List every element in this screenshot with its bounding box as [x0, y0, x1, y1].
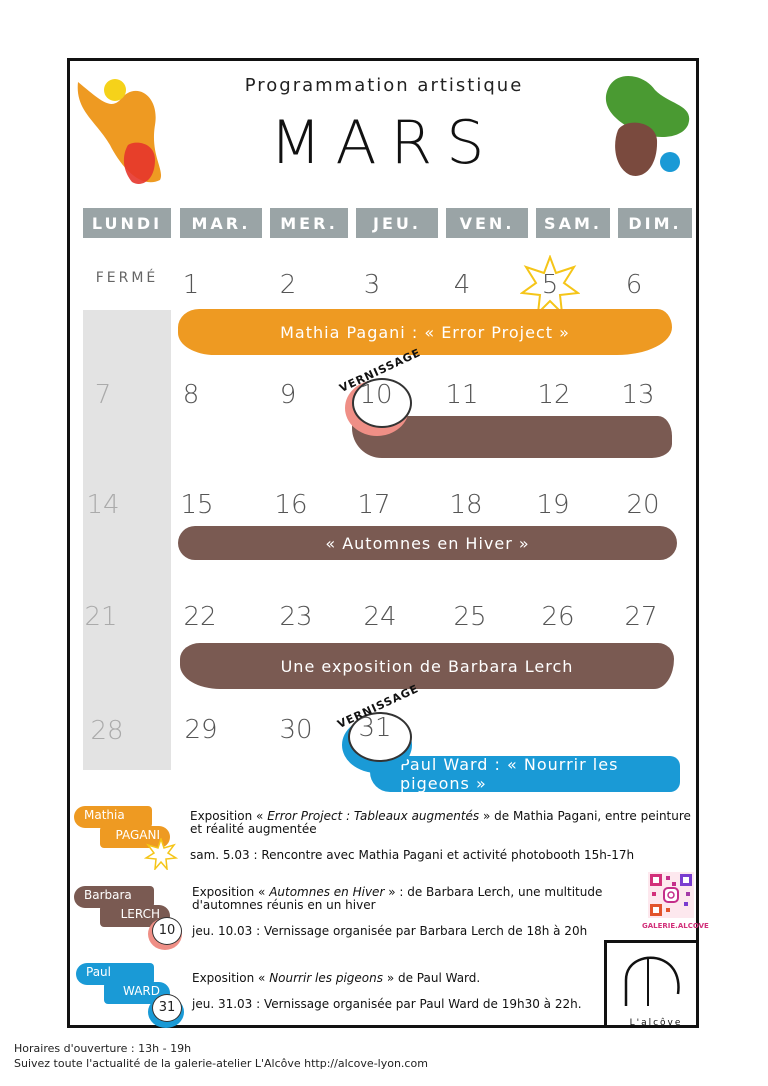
band-lerch: Une exposition de Barbara Lerch — [180, 643, 674, 689]
day-2: 2 — [279, 270, 297, 300]
follow-link[interactable]: Suivez toute l'actualité de la galerie-a… — [14, 1057, 428, 1070]
weekday-lundi: LUNDI — [83, 208, 171, 238]
day-13: 13 — [621, 380, 655, 410]
day-31: 31 — [358, 713, 392, 743]
event-ward-prefix: Exposition « — [192, 971, 270, 985]
weekday-vendredi: VEN. — [446, 208, 528, 238]
day-6: 6 — [625, 270, 643, 300]
badge-31: 31 — [152, 994, 182, 1022]
day-14: 14 — [86, 490, 120, 520]
band-lerch-top — [352, 416, 672, 458]
star-icon — [520, 255, 580, 315]
event-pagani-detail: sam. 5.03 : Rencontre avec Mathia Pagani… — [190, 848, 635, 862]
day-12: 12 — [537, 380, 571, 410]
day-28: 28 — [90, 716, 124, 746]
event-lerch-prefix: Exposition « — [192, 885, 270, 899]
closed-label: FERMÉ — [95, 270, 159, 286]
qr-code-icon — [648, 872, 694, 918]
day-3: 3 — [363, 270, 381, 300]
day-5: 5 — [541, 270, 559, 300]
alcove-logo-icon — [624, 956, 680, 1006]
event-lerch-text: Exposition « Automnes en Hiver » : de Ba… — [192, 886, 642, 912]
day-19: 19 — [536, 490, 570, 520]
weekday-mercredi: MER. — [270, 208, 348, 238]
event-lerch-detail: jeu. 10.03 : Vernissage organisée par Ba… — [192, 924, 588, 938]
day-30: 30 — [279, 715, 313, 745]
weekday-samedi: SAM. — [536, 208, 610, 238]
pill-pagani-first: Mathia — [74, 806, 152, 828]
event-pagani-suffix: » de Mathia Pagani, entre peinture et ré… — [190, 809, 691, 836]
event-pagani-work: Error Project : Tableaux augmentés — [267, 809, 480, 823]
weekday-mardi: MAR. — [180, 208, 262, 238]
vernissage-10-circle — [352, 378, 412, 428]
event-ward-text: Exposition « Nourrir les pigeons » de Pa… — [192, 972, 592, 985]
day-10: 10 — [359, 380, 393, 410]
day-4: 4 — [453, 270, 471, 300]
day-24: 24 — [363, 602, 397, 632]
pill-pagani-last: PAGANI — [100, 826, 170, 848]
event-pagani-prefix: Exposition « — [190, 809, 268, 823]
day-18: 18 — [449, 490, 483, 520]
subtitle: Programmation artistique — [244, 75, 524, 96]
event-lerch-suffix: » : de Barbara Lerch, une multitude d'au… — [192, 885, 603, 912]
day-25: 25 — [453, 602, 487, 632]
opening-hours: Horaires d'ouverture : 13h - 19h — [14, 1042, 192, 1055]
day-22: 22 — [183, 602, 217, 632]
logo-text: L'alcôve — [629, 1018, 683, 1028]
vernissage-31-circle — [348, 712, 412, 762]
day-20: 20 — [626, 490, 660, 520]
closed-column — [83, 310, 171, 770]
logo-box — [604, 940, 699, 1028]
band-ward: Paul Ward : « Nourrir les pigeons » — [370, 755, 680, 793]
event-ward-detail: jeu. 31.03 : Vernissage organisée par Pa… — [192, 997, 582, 1011]
weekday-jeudi: JEU. — [356, 208, 438, 238]
day-21: 21 — [84, 602, 118, 632]
day-8: 8 — [182, 380, 200, 410]
green-shape-icon — [605, 75, 690, 176]
event-ward-suffix: » de Paul Ward. — [383, 971, 481, 985]
day-23: 23 — [279, 602, 313, 632]
pill-ward-last: WARD — [104, 982, 170, 1004]
poster-frame — [67, 58, 699, 1028]
band-pagani: Mathia Pagani : « Error Project » — [178, 309, 672, 355]
day-1: 1 — [182, 270, 200, 300]
day-26: 26 — [541, 602, 575, 632]
pill-ward-first: Paul — [76, 963, 154, 985]
day-16: 16 — [274, 490, 308, 520]
event-pagani-text: Exposition « Error Project : Tableaux au… — [190, 810, 700, 836]
month-title: MARS — [269, 108, 499, 178]
band-automnes: « Automnes en Hiver » — [178, 526, 677, 560]
badge-10: 10 — [152, 917, 182, 945]
day-7: 7 — [94, 380, 112, 410]
weekday-dimanche: DIM. — [618, 208, 692, 238]
day-9: 9 — [279, 380, 297, 410]
day-29: 29 — [184, 715, 218, 745]
day-11: 11 — [445, 380, 479, 410]
event-lerch-work: Automnes en Hiver — [269, 885, 385, 899]
day-15: 15 — [180, 490, 214, 520]
small-star-icon — [144, 838, 178, 870]
orange-shape-icon — [77, 79, 162, 184]
pill-lerch-first: Barbara — [74, 886, 154, 908]
event-ward-work: Nourrir les pigeons — [269, 971, 383, 985]
day-17: 17 — [357, 490, 391, 520]
day-27: 27 — [624, 602, 658, 632]
instagram-handle: GALERIE.ALCOVE — [642, 922, 709, 930]
